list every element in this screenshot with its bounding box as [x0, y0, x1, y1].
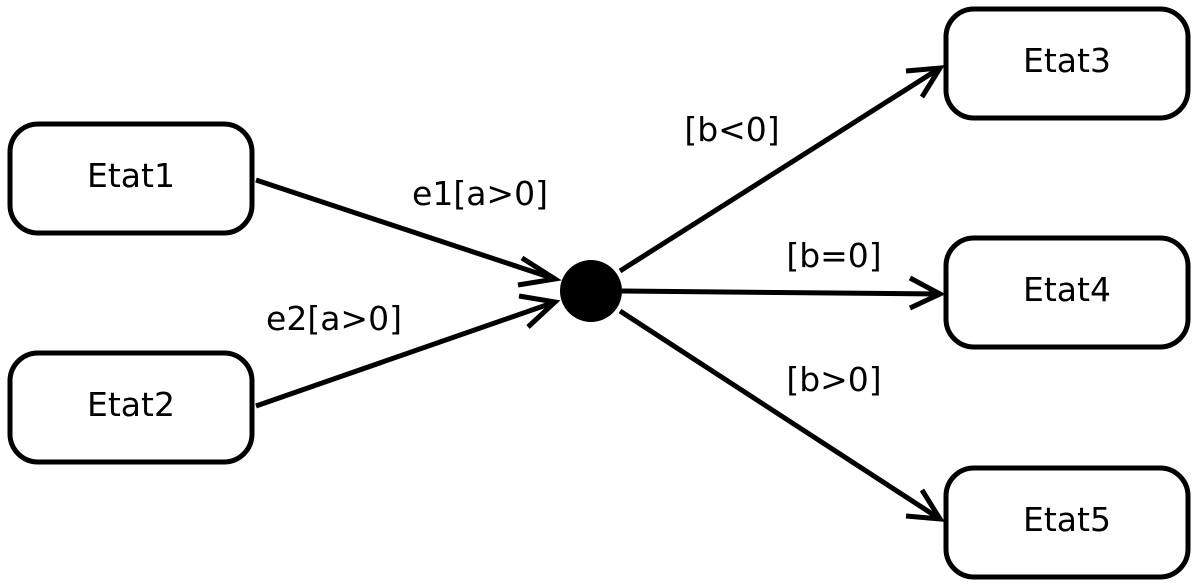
arrowhead [905, 488, 945, 522]
transition-junction-to-etat5 [618, 308, 945, 522]
transition-label-b-lt-0: [b<0] [684, 110, 779, 149]
edge-line [255, 299, 556, 409]
edge-line [618, 308, 942, 522]
edge-line [621, 288, 941, 297]
state-label: Etat5 [1023, 500, 1111, 539]
transition-label-e2: e2[a>0] [266, 299, 402, 338]
state-box [943, 6, 1191, 121]
arrowhead [908, 275, 946, 311]
state-box [7, 121, 255, 236]
state-label: Etat1 [87, 156, 175, 195]
state-box [943, 465, 1191, 580]
state-label: Etat4 [1023, 270, 1111, 309]
transition-etat1-to-junction [255, 177, 562, 288]
state-etat1: Etat1 [7, 121, 255, 236]
state-etat3: Etat3 [943, 6, 1191, 121]
transition-label-b-eq-0: [b=0] [786, 236, 881, 275]
arrowhead [518, 293, 561, 329]
state-label: Etat2 [87, 385, 175, 424]
state-box [7, 350, 255, 465]
transition-junction-to-etat3 [618, 65, 945, 274]
edge-line [255, 177, 556, 282]
transition-etat2-to-junction [255, 293, 561, 409]
transition-label-e1: e1[a>0] [412, 174, 548, 213]
transition-junction-to-etat4 [621, 275, 946, 311]
edge-line [618, 65, 942, 274]
arrowhead [905, 65, 945, 99]
junction-point [560, 260, 622, 322]
state-box [943, 235, 1191, 350]
arrowhead [517, 255, 562, 288]
state-label: Etat3 [1023, 41, 1111, 80]
transition-label-b-gt-0: [b>0] [786, 360, 881, 399]
state-etat4: Etat4 [943, 235, 1191, 350]
state-etat5: Etat5 [943, 465, 1191, 580]
state-etat2: Etat2 [7, 350, 255, 465]
